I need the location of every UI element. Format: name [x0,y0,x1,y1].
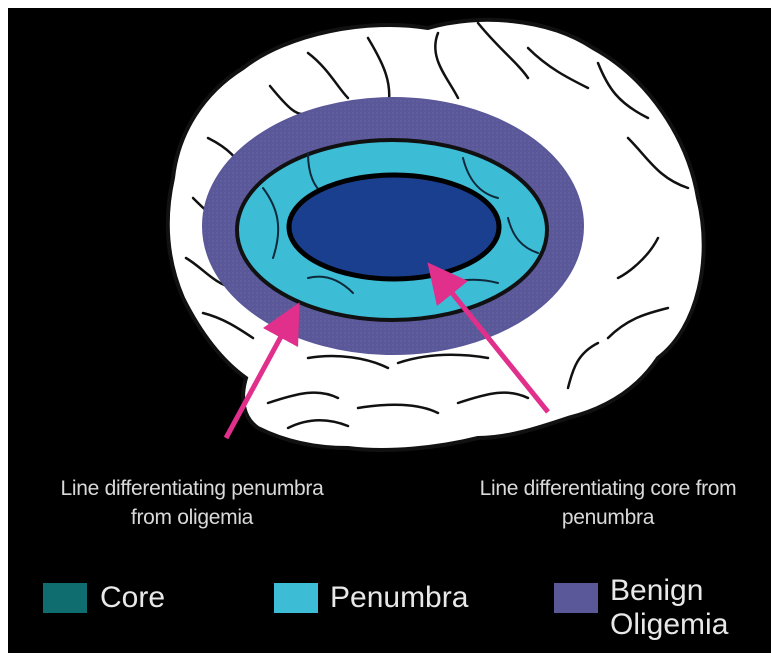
legend-label-benign-oligemia: Benign Oligemia [610,574,728,642]
black-panel: Line differentiating penumbra from olige… [8,8,771,653]
core-region [289,175,499,279]
brain-diagram [8,8,771,653]
legend-swatch-penumbra [274,583,318,613]
legend-label-core: Core [100,581,165,615]
caption-penumbra-oligemia-line: Line differentiating penumbra from olige… [18,474,366,532]
legend-swatch-benign-oligemia [554,583,598,613]
legend-label-penumbra: Penumbra [330,581,468,615]
caption-core-penumbra-line: Line differentiating core from penumbra [440,474,771,532]
legend-swatch-core [43,583,87,613]
